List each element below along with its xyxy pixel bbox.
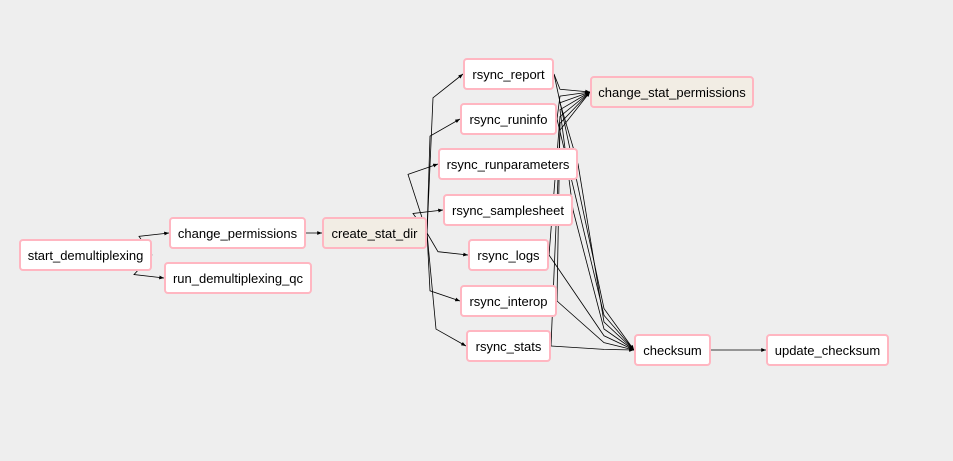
node-rsync-interop[interactable]: rsync_interop: [460, 285, 557, 317]
edge-create-stat-dir-to-rsync-logs: [426, 232, 469, 257]
edge-rsync-stats-to-checksum: [550, 345, 635, 352]
node-rsync-stats[interactable]: rsync_stats: [466, 330, 551, 362]
edge-create-stat-dir-to-rsync-runinfo: [426, 118, 461, 234]
edge-create-stat-dir-to-rsync-stats: [426, 232, 467, 347]
edge-rsync-runinfo-to-change-stat-permissions: [556, 90, 591, 120]
node-change-permissions[interactable]: change_permissions: [169, 217, 306, 249]
edge-create-stat-dir-to-rsync-interop: [426, 232, 461, 302]
edge-rsync-interop-to-change-stat-permissions: [556, 91, 591, 302]
node-rsync-logs[interactable]: rsync_logs: [468, 239, 549, 271]
node-rsync-report[interactable]: rsync_report: [463, 58, 554, 90]
node-rsync-runinfo[interactable]: rsync_runinfo: [460, 103, 557, 135]
node-run-demultiplexing-qc[interactable]: run_demultiplexing_qc: [164, 262, 312, 294]
edge-rsync-report-to-change-stat-permissions: [553, 73, 591, 94]
node-rsync-samplesheet[interactable]: rsync_samplesheet: [443, 194, 573, 226]
node-start-demultiplexing[interactable]: start_demultiplexing: [19, 239, 152, 271]
node-checksum[interactable]: checksum: [634, 334, 711, 366]
node-update-checksum[interactable]: update_checksum: [766, 334, 889, 366]
node-rsync-runparameters[interactable]: rsync_runparameters: [438, 148, 578, 180]
node-create-stat-dir[interactable]: create_stat_dir: [322, 217, 427, 249]
edge-rsync-runinfo-to-checksum: [556, 118, 635, 351]
edge-rsync-samplesheet-to-checksum: [572, 209, 635, 351]
node-change-stat-permissions[interactable]: change_stat_permissions: [590, 76, 754, 108]
edge-rsync-logs-to-checksum: [548, 254, 635, 351]
edge-rsync-interop-to-checksum: [556, 300, 635, 351]
edge-create-stat-dir-to-rsync-report: [426, 73, 464, 234]
edge-rsync-runparameters-to-checksum: [577, 163, 635, 351]
edge-create-stat-dir-to-rsync-runparameters: [407, 163, 439, 234]
